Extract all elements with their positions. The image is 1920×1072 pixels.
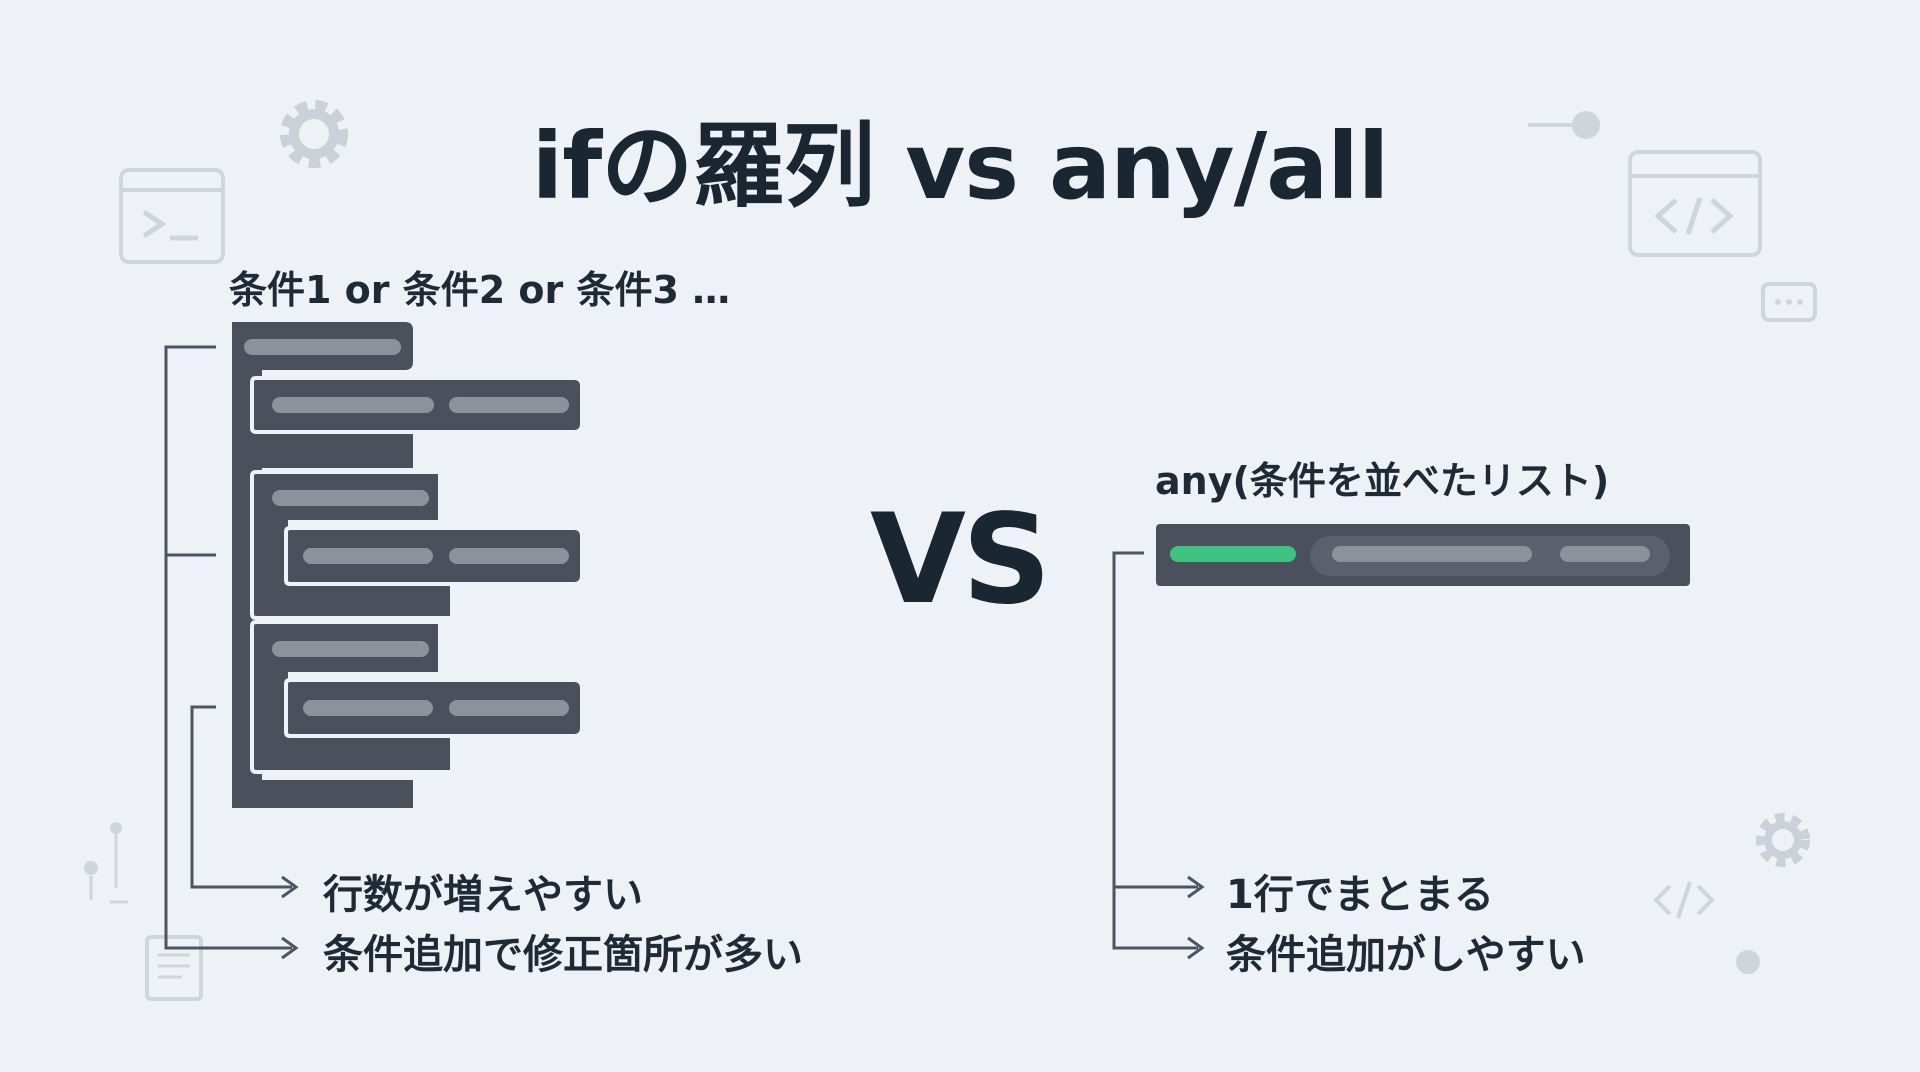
left-connector-lines [164,345,299,960]
chat-bubble-icon [1761,282,1817,322]
document-icon [145,935,203,1001]
left-heading: 条件1 or 条件2 or 条件3 … [229,268,731,312]
right-note-2: 条件追加がしやすい [1226,932,1586,978]
any-expression-bar [1156,524,1690,586]
condition-bar [449,397,569,413]
condition-bar [449,548,569,564]
vs-label: VS [870,488,1051,632]
condition-bar [272,490,429,506]
slider-icon [1528,111,1600,139]
slider-icon [84,822,128,904]
right-note-1: 1行でまとまる [1226,872,1494,918]
condition-bar [244,339,401,355]
condition-bar [303,548,433,564]
dot-decoration [1736,950,1760,974]
code-brackets-icon [1653,881,1715,919]
condition-bar [449,700,569,716]
gear-icon [280,100,348,168]
terminal-window-icon [119,168,225,264]
if-block-stack [232,322,584,808]
code-window-icon [1628,150,1762,257]
right-connector-lines [1112,551,1205,960]
condition-bar [1332,546,1532,562]
accent-bar [1170,546,1296,562]
condition-bar [272,397,434,413]
left-note-2: 条件追加で修正箇所が多い [323,932,803,978]
condition-bar [272,641,429,657]
left-note-1: 行数が増えやすい [323,872,643,918]
gear-icon [1756,813,1810,867]
condition-bar [303,700,433,716]
right-heading: any(条件を並べたリスト) [1155,459,1610,503]
condition-bar [1560,546,1650,562]
page-title: ifの羅列 vs any/all [531,113,1390,220]
